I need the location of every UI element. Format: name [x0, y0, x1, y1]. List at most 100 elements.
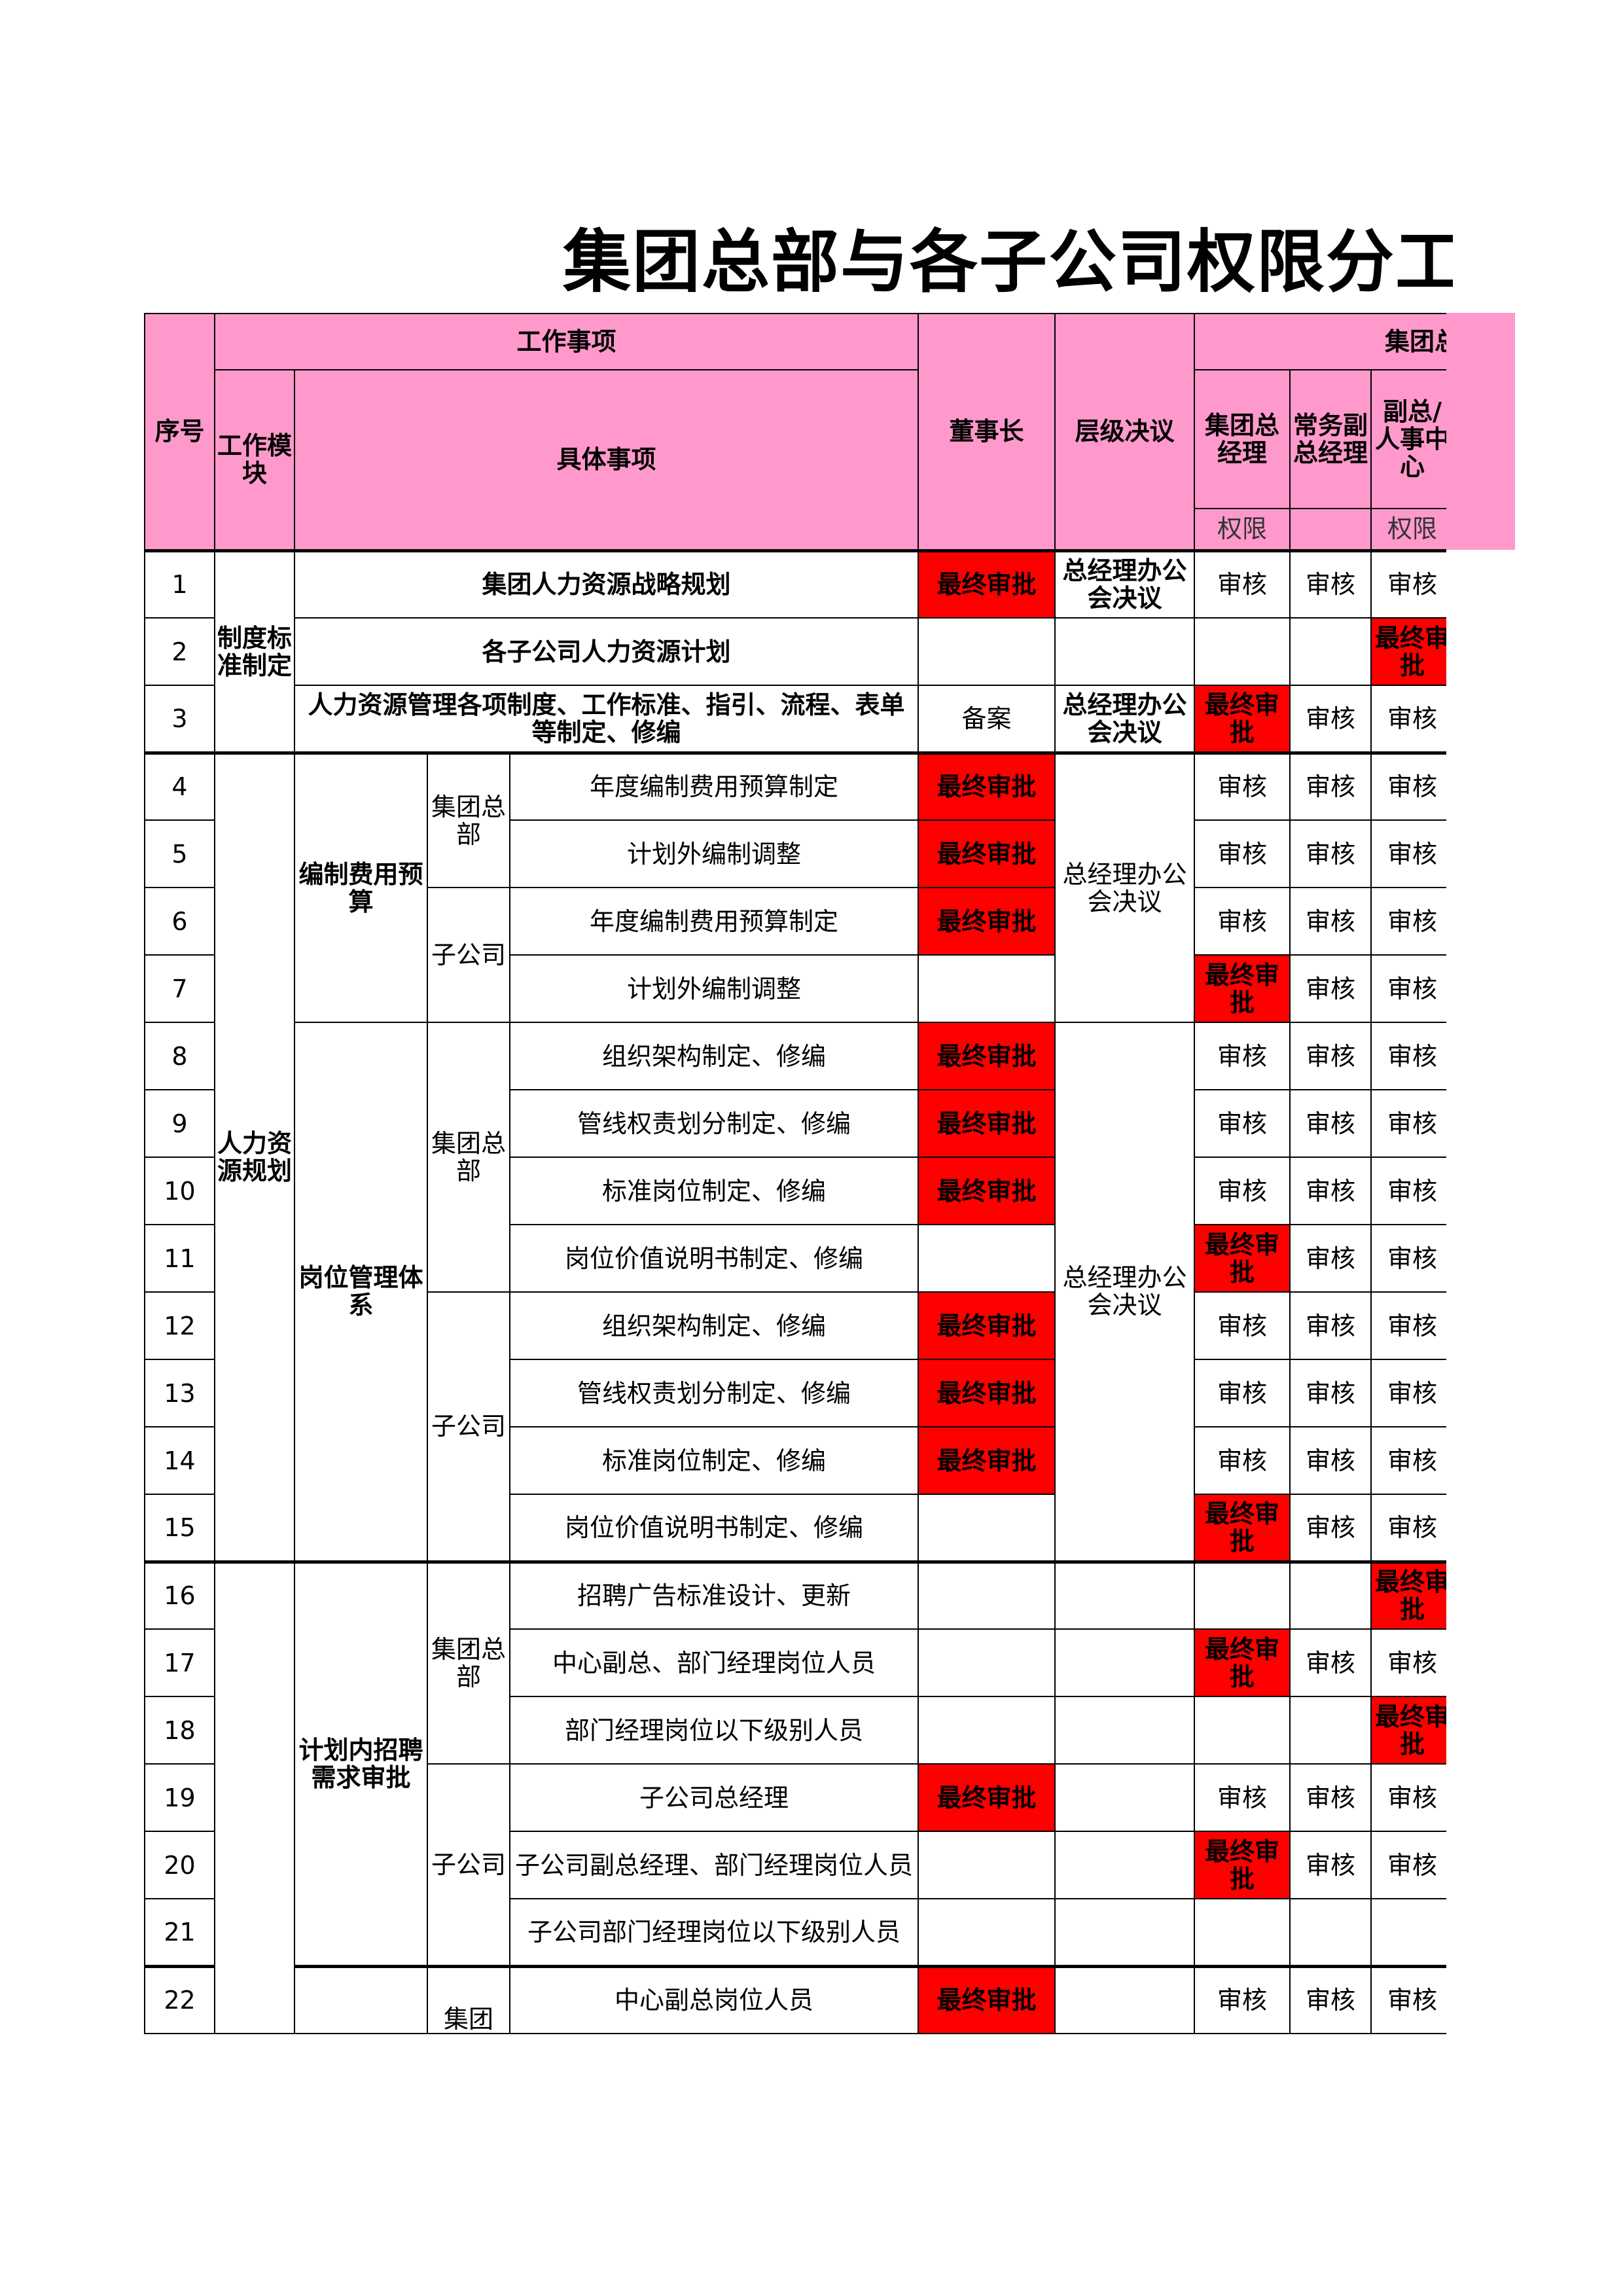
submodule-cell: 编制费用预算: [294, 751, 428, 1023]
chairman-cell: 最终审批: [918, 819, 1056, 888]
detail-cell: 岗位价值说明书制定、修编: [508, 1494, 919, 1562]
evp-cell: 审核: [1289, 887, 1372, 956]
evp-cell: [1289, 1560, 1372, 1630]
table-row: 12 子公司 组织架构制定、修编 最终审批 审核 审核 审核: [144, 1291, 1446, 1562]
gm-cell: 审核: [1194, 1426, 1291, 1495]
gm-cell: 最终审批: [1194, 954, 1291, 1023]
row-number: 6: [144, 887, 215, 956]
level-cell: [1054, 1763, 1196, 1832]
detail-cell: 标准岗位制定、修编: [508, 1426, 919, 1495]
permission-table: 序号 工作事项 董事长 层级决议 集团总部 工作模块 具体事项 集团总经理 常务…: [144, 313, 1446, 2034]
gm-cell: 最终审批: [1194, 1224, 1291, 1293]
vp-cell: 审核: [1370, 1157, 1446, 1225]
evp-cell: 审核: [1289, 1224, 1372, 1293]
submodule-cell: 计划内招聘需求审批: [294, 1560, 428, 1967]
level-cell: 总经理办公会决议: [1054, 1022, 1196, 1562]
page-title: 集团总部与各子公司权限分工: [563, 222, 1453, 302]
evp-cell: 审核: [1289, 1763, 1372, 1832]
chairman-cell: 最终审批: [918, 751, 1056, 821]
row-number: 22: [144, 1964, 215, 2034]
row-number: 18: [144, 1696, 215, 1765]
evp-cell: 审核: [1289, 1157, 1372, 1225]
evp-cell: 审核: [1289, 954, 1372, 1023]
header-detail: 具体事项: [293, 369, 919, 551]
chairman-cell: [918, 1898, 1056, 1967]
unit-cell: 集团总部: [427, 1560, 510, 1765]
permission-table-viewport: 序号 工作事项 董事长 层级决议 集团总部 工作模块 具体事项 集团总经理 常务…: [144, 313, 1446, 2036]
header-auth-vp: 权限: [1370, 508, 1446, 551]
chairman-cell: [918, 1560, 1056, 1630]
table-row: 5 计划外编制调整 最终审批 审核 审核 审核: [144, 819, 1446, 888]
table-row: 14 标准岗位制定、修编 最终审批 审核 审核 审核: [144, 1426, 1446, 1495]
header-seq: 序号: [144, 313, 215, 551]
gm-cell: 审核: [1194, 751, 1291, 821]
chairman-cell: 最终审批: [918, 548, 1056, 619]
detail-cell: 子公司部门经理岗位以下级别人员: [508, 1898, 919, 1967]
vp-cell: 审核: [1370, 685, 1446, 753]
table-row: 2 各子公司人力资源计划 最终审批: [144, 617, 1446, 686]
vp-cell: 审核: [1370, 1763, 1446, 1832]
chairman-cell: 最终审批: [918, 1157, 1056, 1225]
table-row: 17 中心副总、部门经理岗位人员 最终审批 审核 审核: [144, 1628, 1446, 1697]
vp-cell: 审核: [1370, 1426, 1446, 1495]
detail-cell: 中心副总、部门经理岗位人员: [508, 1628, 919, 1697]
unit-cell: 子公司: [427, 887, 510, 1023]
chairman-cell: [918, 1696, 1056, 1765]
chairman-cell: 最终审批: [918, 1426, 1056, 1495]
module-cell: 人力资源规划: [214, 751, 295, 1562]
row-number: 16: [144, 1560, 215, 1630]
gm-cell: 审核: [1194, 1157, 1291, 1225]
evp-cell: 审核: [1289, 685, 1372, 753]
evp-cell: 审核: [1289, 1359, 1372, 1427]
gm-cell: [1194, 1560, 1291, 1630]
evp-cell: 审核: [1289, 1831, 1372, 1899]
row-number: 14: [144, 1426, 215, 1495]
chairman-cell: 最终审批: [918, 1291, 1056, 1360]
detail-cell: 年度编制费用预算制定: [508, 751, 919, 821]
header-exec-vp: 常务副总经理: [1289, 369, 1372, 509]
header-group-hq: 集团总部: [1194, 313, 1446, 370]
table-row: 22 集团 中心副总岗位人员 最终审批 审核 审核 审核: [144, 1964, 1446, 2034]
chairman-cell: 最终审批: [918, 887, 1056, 956]
detail-cell: 各子公司人力资源计划: [293, 617, 919, 686]
gm-cell: 最终审批: [1194, 1831, 1291, 1899]
level-cell: [1054, 617, 1196, 686]
level-cell: 总经理办公会决议: [1054, 685, 1196, 753]
row-number: 4: [144, 751, 215, 821]
gm-cell: 审核: [1194, 1089, 1291, 1158]
evp-cell: 审核: [1289, 1089, 1372, 1158]
row-number: 2: [144, 617, 215, 686]
row-number: 19: [144, 1763, 215, 1832]
table-row: 20 子公司副总经理、部门经理岗位人员 最终审批 审核 审核: [144, 1831, 1446, 1899]
level-cell: [1054, 1696, 1196, 1765]
module-cell: [214, 1560, 295, 2034]
header-row-1: 序号 工作事项 董事长 层级决议 集团总部: [144, 313, 1446, 551]
gm-cell: 最终审批: [1194, 1494, 1291, 1562]
row-number: 1: [144, 548, 215, 619]
gm-cell: [1194, 1696, 1291, 1765]
detail-cell: 中心副总岗位人员: [508, 1964, 919, 2034]
row-number: 3: [144, 685, 215, 753]
evp-cell: [1289, 617, 1372, 686]
chairman-cell: [918, 954, 1056, 1023]
gm-cell: 审核: [1194, 819, 1291, 888]
vp-cell: 审核: [1370, 1628, 1446, 1697]
unit-cell: 集团总部: [427, 751, 510, 888]
row-number: 15: [144, 1494, 215, 1562]
level-cell: [1054, 1831, 1196, 1899]
submodule-cell: 岗位管理体系: [294, 1022, 428, 1562]
evp-cell: 审核: [1289, 548, 1372, 619]
evp-cell: 审核: [1289, 1628, 1372, 1697]
vp-cell: 审核: [1370, 1291, 1446, 1360]
vp-cell: 最终审批: [1370, 1560, 1446, 1630]
table-row: 11 岗位价值说明书制定、修编 最终审批 审核 审核: [144, 1224, 1446, 1293]
detail-cell: 招聘广告标准设计、更新: [508, 1560, 919, 1630]
detail-cell: 岗位价值说明书制定、修编: [508, 1224, 919, 1293]
vp-cell: 审核: [1370, 548, 1446, 619]
level-cell: 总经理办公会决议: [1054, 548, 1196, 619]
row-number: 10: [144, 1157, 215, 1225]
detail-cell: 组织架构制定、修编: [508, 1291, 919, 1360]
table-row: 3 人力资源管理各项制度、工作标准、指引、流程、表单等制定、修编 备案 总经理办…: [144, 685, 1446, 753]
chairman-cell: [918, 617, 1056, 686]
vp-cell: 最终审批: [1370, 1696, 1446, 1765]
